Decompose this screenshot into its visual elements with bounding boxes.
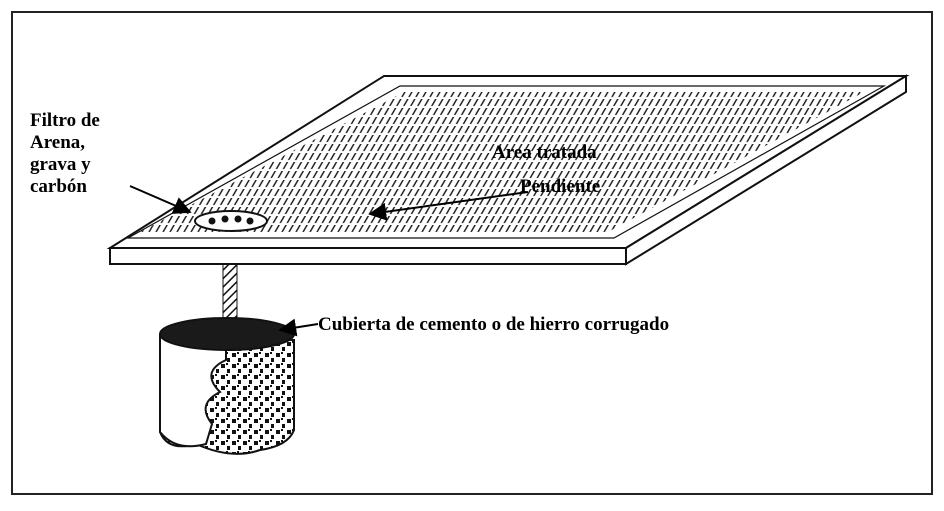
filter-hole [208, 217, 216, 225]
filter-label-line: Arena, [30, 132, 86, 153]
filter-label-line: grava y [30, 154, 91, 175]
outer-frame [11, 11, 933, 495]
filter-label-line: carbón [30, 176, 87, 197]
filter-arrow [129, 185, 192, 214]
slope-label: Pendiente [520, 176, 601, 197]
filter-hole [246, 217, 254, 225]
filter-label-line: Filtro de [30, 110, 100, 131]
filter-hole [221, 215, 229, 223]
drain-pipe [222, 263, 238, 321]
collection-tank [159, 317, 295, 455]
treated-area-label: Area tratada [492, 142, 597, 163]
slab-inner-rim [125, 85, 887, 239]
slab-right-face [625, 74, 907, 266]
slope-arrow [368, 191, 529, 221]
filter-label: Filtro de Arena, grava y carbón [30, 110, 100, 198]
cover-label: Cubierta de cemento o de hierro corrugad… [318, 314, 670, 335]
treated-area-hatching [140, 92, 864, 232]
treatment-slab [106, 74, 910, 266]
cover-arrow [278, 318, 319, 337]
filter-hole [234, 215, 242, 223]
tank-cover [159, 317, 295, 351]
slab-front-face [109, 247, 627, 265]
filter-outlet [194, 210, 268, 232]
